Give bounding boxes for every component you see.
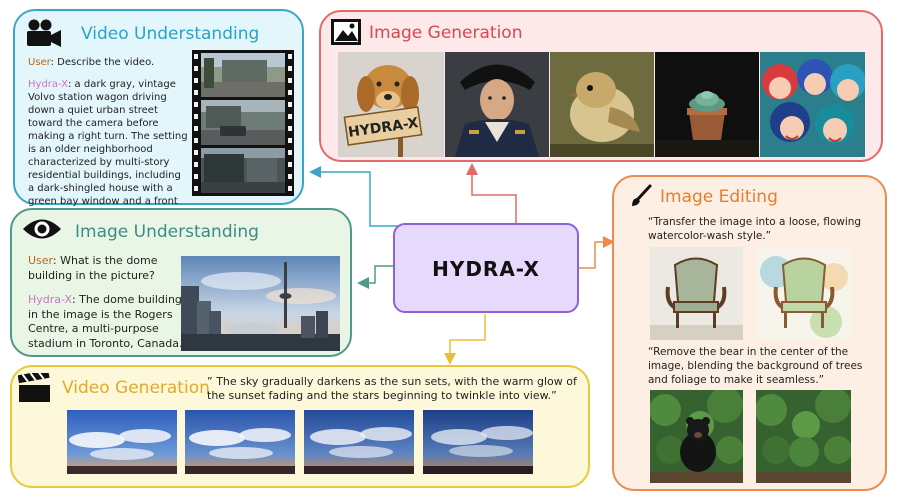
- arrow-to-image-understanding: [357, 265, 394, 289]
- model-answer: : The dome building in the image is the …: [28, 293, 183, 350]
- chair-original-photo: [650, 247, 743, 340]
- image-understanding-title: Image Understanding: [75, 222, 259, 242]
- clapperboard-icon: [18, 373, 50, 402]
- video-understanding-title: Video Understanding: [81, 24, 260, 44]
- video-understanding-answer: Hydra-X: a dark gray, vintage Volvo stat…: [28, 78, 190, 221]
- user-question: : Describe the video.: [50, 57, 155, 68]
- picture-icon: [331, 19, 361, 45]
- generated-image-anime-girls: [760, 52, 865, 157]
- arrow-to-image-generation: [466, 163, 517, 226]
- editing-prompt-remove-bear: “Remove the bear in the center of the im…: [648, 346, 863, 386]
- video-understanding-user-text: User: Describe the video.: [28, 56, 188, 69]
- toronto-skyline-photo: [181, 256, 340, 351]
- video-generation-prompt: ” The sky gradually darkens as the sun s…: [207, 375, 577, 402]
- video-camera-icon: [27, 19, 61, 47]
- video-frame-2: [185, 410, 295, 474]
- image-generation-panel: Image Generation HYDRA-X: [319, 10, 883, 162]
- image-understanding-user-text: User: What is the dome building in the p…: [28, 254, 182, 283]
- arrow-to-image-editing: [578, 236, 615, 269]
- image-editing-title: Image Editing: [660, 187, 778, 207]
- generated-image-bird: [550, 52, 654, 157]
- video-film-strip: [192, 50, 294, 196]
- generated-image-succulent: [655, 52, 759, 157]
- user-label: User: [28, 254, 53, 267]
- model-label: Hydra-X: [28, 293, 72, 306]
- video-generation-title: Video Generation: [62, 378, 210, 398]
- editing-prompt-watercolor: “Transfer the image into a loose, flowin…: [648, 216, 862, 242]
- bear-removed-result: [756, 390, 851, 483]
- chair-watercolor-result: [756, 247, 851, 340]
- arrow-to-video-understanding: [309, 166, 412, 227]
- video-generation-panel: Video Generation ” The sky gradually dar…: [10, 365, 590, 488]
- video-understanding-panel: Video Understanding User: Describe the v…: [13, 9, 304, 220]
- video-frame-1: [67, 410, 177, 474]
- model-answer: : a dark gray, vintage Volvo station wag…: [28, 79, 188, 220]
- hydra-x-center-box: HYDRA-X: [393, 223, 579, 313]
- bear-original-photo: [650, 390, 743, 483]
- generated-image-dog: HYDRA-X: [338, 52, 444, 157]
- image-generation-title: Image Generation: [369, 23, 523, 43]
- image-understanding-panel: Image Understanding User: What is the do…: [10, 208, 352, 357]
- video-frame-4: [423, 410, 533, 474]
- video-frame-3: [304, 410, 414, 474]
- arrow-to-video-generation: [444, 314, 486, 365]
- image-editing-panel: Image Editing “Transfer the image into a…: [612, 175, 887, 491]
- user-label: User: [28, 57, 51, 68]
- hydra-x-label: HYDRA-X: [432, 257, 540, 281]
- model-label: Hydra-X: [28, 79, 68, 90]
- brush-icon: [632, 184, 652, 206]
- generated-image-portrait: [445, 52, 549, 157]
- eye-icon: [23, 219, 61, 239]
- image-understanding-answer: Hydra-X: The dome building in the image …: [28, 293, 188, 351]
- user-question: : What is the dome building in the pictu…: [28, 254, 158, 282]
